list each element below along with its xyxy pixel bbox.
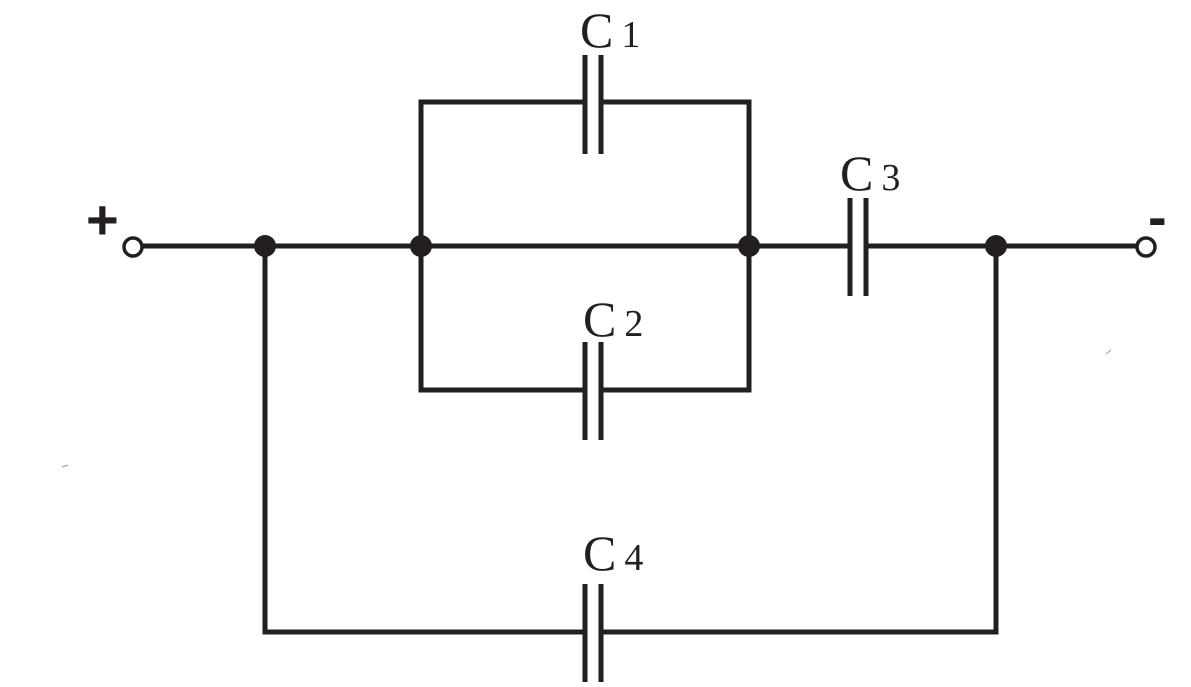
junction-node: [410, 235, 432, 257]
junction-node: [254, 235, 276, 257]
scan-speck: [1105, 349, 1112, 355]
negative-sign: -: [1148, 185, 1167, 248]
negative-terminal: [1135, 236, 1157, 258]
scan-speck: [61, 464, 69, 468]
positive-terminal: [122, 236, 144, 258]
capacitor-c2-symbol: [582, 342, 604, 440]
junction-node: [985, 235, 1007, 257]
capacitor-c4-symbol: [582, 584, 604, 682]
junction-node: [738, 235, 760, 257]
capacitor-c3-symbol: [847, 198, 869, 296]
positive-sign: +: [86, 188, 119, 251]
capacitor-c1-symbol: [582, 55, 604, 154]
